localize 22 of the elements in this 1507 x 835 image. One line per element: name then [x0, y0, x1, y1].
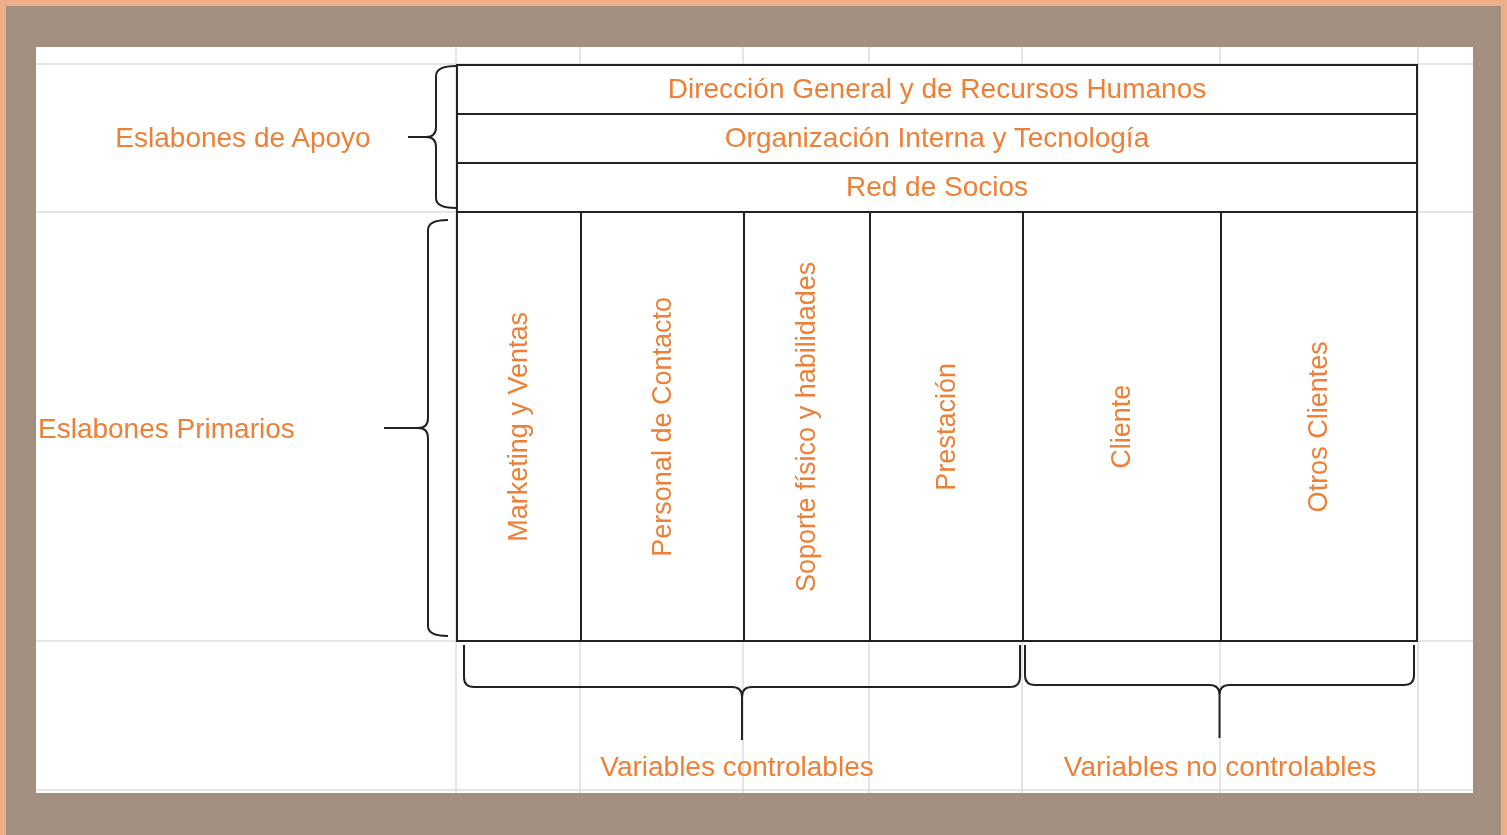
group-label: Eslabones Primarios — [38, 413, 295, 445]
node-label: Personal de Contacto — [647, 296, 678, 557]
band-box — [456, 64, 1418, 115]
brace-label: Variables no controlables — [1063, 751, 1377, 783]
column-box — [743, 211, 871, 642]
node-label: Red de Socios — [845, 172, 1029, 203]
column-box — [869, 211, 1024, 642]
node-label: Marketing y Ventas — [504, 311, 534, 542]
node-label: Soporte físico y habilidades — [792, 261, 822, 592]
column-box — [456, 211, 582, 642]
node-label: Prestación — [931, 362, 962, 491]
node-label: Organización Interna y Tecnología — [724, 123, 1150, 154]
node-label: Otros Clientes — [1304, 340, 1334, 513]
group-label: Eslabones de Apoyo — [115, 122, 371, 154]
node-label: Dirección General y de Recursos Humanos — [667, 74, 1207, 105]
column-box — [1220, 211, 1418, 642]
column-box — [1022, 211, 1222, 642]
band-box — [456, 162, 1418, 213]
band-box — [456, 113, 1418, 164]
column-box — [580, 211, 745, 642]
brace-label: Variables controlables — [600, 751, 874, 783]
node-label: Cliente — [1107, 384, 1137, 469]
